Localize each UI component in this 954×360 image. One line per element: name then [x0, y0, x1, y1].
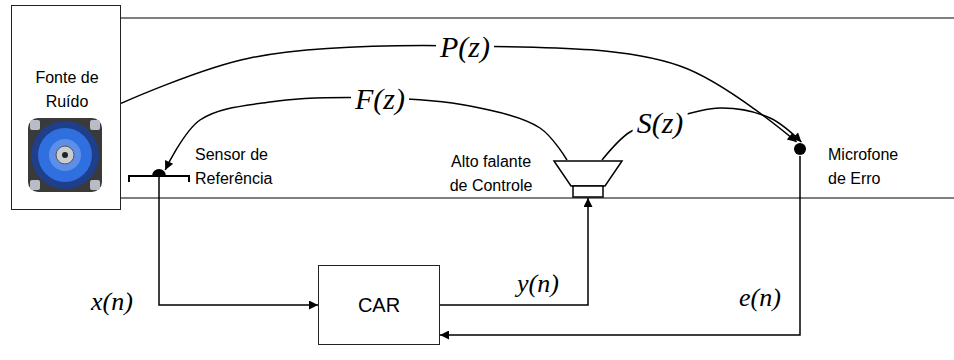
signal-label: e(n)	[735, 284, 785, 313]
error-microphone: Microfone de Erro	[793, 142, 807, 156]
reference-sensor-outline	[128, 170, 190, 182]
node-label: CAR	[358, 293, 400, 317]
duct-wall	[121, 17, 954, 19]
signal-label: P(z)	[436, 30, 494, 63]
signal-label: S(z)	[633, 106, 688, 139]
speaker-cone	[38, 128, 92, 182]
signal-wire	[159, 182, 318, 305]
control-speaker-outline	[553, 160, 623, 198]
sensor-dome	[152, 169, 166, 176]
sensor-bracket	[129, 176, 189, 182]
text-holder: Microfone de Erro	[828, 143, 918, 191]
speaker-corner	[30, 120, 40, 130]
text-holder: Sensor de Referência	[195, 143, 290, 191]
sensor-stem	[158, 176, 160, 182]
error-microphone-outline	[793, 142, 807, 156]
speaker-center	[62, 152, 68, 158]
speaker-cone	[49, 139, 81, 171]
duct-wall	[121, 197, 954, 199]
text-holder: CAR	[319, 266, 439, 344]
speaker-cap	[56, 146, 74, 164]
signal-wire	[440, 198, 588, 305]
speaker-frame	[28, 118, 102, 192]
speaker-magnet	[573, 186, 603, 197]
node-label: Alto falante de Controle	[441, 150, 541, 198]
speaker-corner	[30, 180, 40, 190]
signal-label: F(z)	[351, 82, 409, 115]
noise-source-box: Fonte de Ruído	[11, 5, 121, 210]
speaker-icon	[28, 118, 102, 192]
speaker-surround	[31, 121, 99, 189]
signal-label: y(n)	[513, 270, 563, 299]
node-label: Fonte de Ruído	[26, 66, 108, 114]
text-holder: Fonte de Ruído	[12, 66, 122, 114]
speaker-cone-outline	[554, 161, 622, 186]
microphone-dot	[794, 143, 806, 155]
reference-sensor: Sensor de Referência	[128, 170, 190, 182]
speaker-corner	[90, 120, 100, 130]
node-label: Sensor de Referência	[195, 143, 290, 191]
text-holder: Alto falante de Controle	[441, 150, 541, 198]
controller-box: CAR	[318, 265, 440, 345]
speaker-corner	[90, 180, 100, 190]
control-speaker: Alto falante de Controle	[553, 160, 623, 198]
signal-label: x(n)	[87, 288, 137, 317]
node-label: Microfone de Erro	[828, 143, 918, 191]
